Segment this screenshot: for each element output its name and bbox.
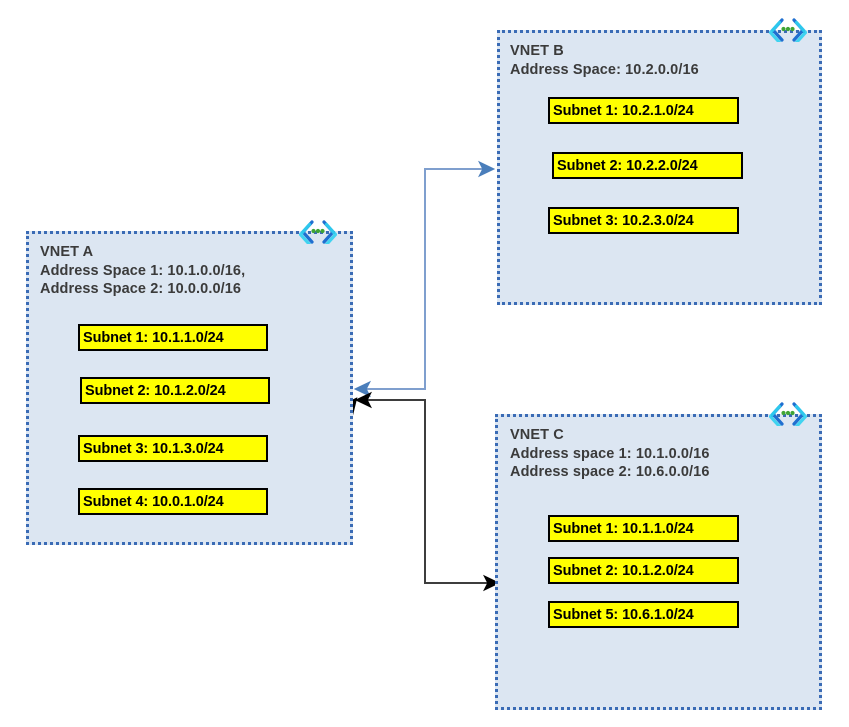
vnet-c-subnet-2[interactable]: Subnet 2: 10.1.2.0/24 — [548, 557, 739, 584]
vnet-b-header: VNET B Address Space: 10.2.0.0/16 — [510, 43, 699, 78]
vnet-a-subnet-3[interactable]: Subnet 3: 10.1.3.0/24 — [78, 435, 268, 462]
vnet-b-subnet-3[interactable]: Subnet 3: 10.2.3.0/24 — [548, 207, 739, 234]
vnet-a-subnet-2[interactable]: Subnet 2: 10.1.2.0/24 — [80, 377, 270, 404]
vnet-chevron-icon — [768, 18, 808, 45]
vnet-a-subnet-4[interactable]: Subnet 4: 10.0.1.0/24 — [78, 488, 268, 515]
vnet-a-header: VNET A Address Space 1: 10.1.0.0/16, Add… — [40, 244, 246, 297]
vnet-c-subnet-1[interactable]: Subnet 1: 10.1.1.0/24 — [548, 515, 739, 542]
vnet-b-subnet-1[interactable]: Subnet 1: 10.2.1.0/24 — [548, 97, 739, 124]
vnet-c-subnet-5[interactable]: Subnet 5: 10.6.1.0/24 — [548, 601, 739, 628]
vnet-a-subnet-1[interactable]: Subnet 1: 10.1.1.0/24 — [78, 324, 268, 351]
connector-a-to-b — [353, 160, 496, 398]
vnet-chevron-icon — [298, 220, 338, 247]
vnet-chevron-icon — [768, 402, 808, 429]
vnet-b-subnet-2[interactable]: Subnet 2: 10.2.2.0/24 — [552, 152, 743, 179]
connector-a-to-c — [354, 391, 501, 592]
vnet-c-header: VNET C Address space 1: 10.1.0.0/16 Addr… — [510, 427, 710, 480]
